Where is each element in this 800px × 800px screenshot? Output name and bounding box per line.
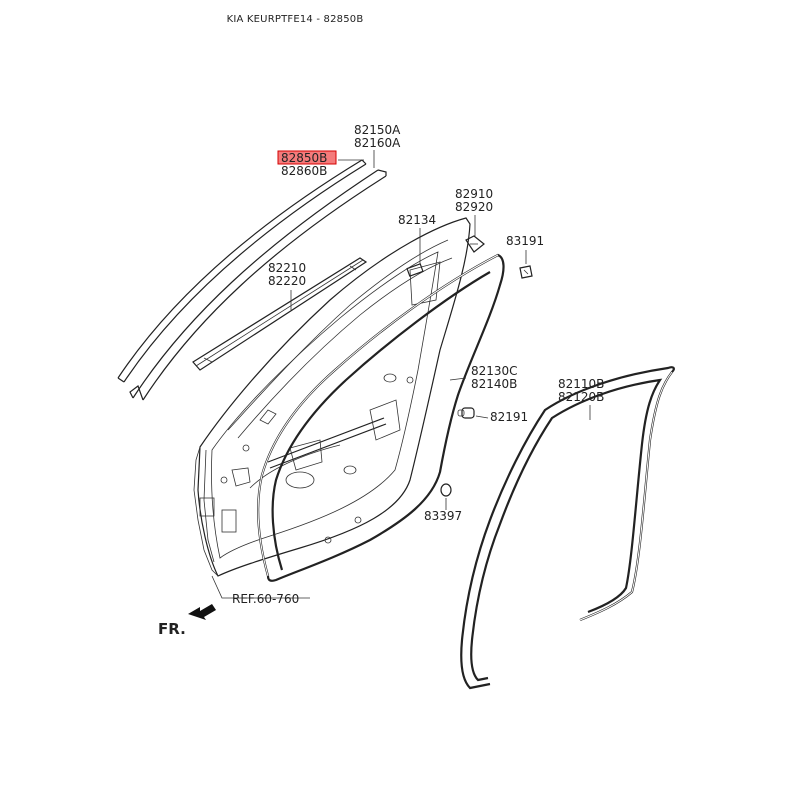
callout-83191[interactable]: 83191	[506, 234, 544, 248]
callout-83397[interactable]: 83397	[424, 509, 462, 523]
plug-83397[interactable]	[440, 483, 452, 497]
callout-82120B[interactable]: 82120B	[558, 390, 604, 404]
front-label: FR.	[158, 620, 186, 638]
callout-82850B[interactable]: 82850B	[281, 151, 327, 165]
body-side-weatherstrip[interactable]	[460, 366, 675, 690]
callout-82150A[interactable]: 82150A	[354, 123, 401, 137]
callout-82910[interactable]: 82910	[455, 187, 493, 201]
callout-82160A[interactable]: 82160A	[354, 136, 401, 150]
callout-82134[interactable]: 82134	[398, 213, 436, 227]
clip-82134[interactable]	[406, 263, 424, 277]
reference-label[interactable]: REF.60-760	[232, 592, 299, 606]
callout-82220[interactable]: 82220	[268, 274, 306, 288]
leader-lines	[211, 150, 591, 599]
frame-garnish-strip[interactable]	[129, 169, 387, 401]
callout-82920[interactable]: 82920	[455, 200, 493, 214]
front-arrow-icon	[188, 604, 216, 620]
delta-cover-bracket[interactable]	[465, 235, 485, 253]
door-side-weatherstrip[interactable]	[257, 253, 505, 582]
grommet-83191[interactable]	[519, 265, 533, 279]
highlight-box	[277, 150, 337, 165]
callout-82191[interactable]: 82191	[490, 410, 528, 424]
callout-82110B[interactable]: 82110B	[558, 377, 604, 391]
front-direction-indicator: FR.	[158, 604, 216, 638]
belt-weatherstrip[interactable]	[192, 257, 368, 371]
outer-belt-molding-strip[interactable]	[117, 159, 367, 383]
callout-82140B[interactable]: 82140B	[471, 377, 517, 391]
diagram-title: KIA KEURPTFE14 - 82850B	[226, 14, 364, 25]
callout-82860B[interactable]: 82860B	[281, 164, 327, 178]
callout-82210[interactable]: 82210	[268, 261, 306, 275]
bumper-82191[interactable]	[457, 407, 475, 419]
door-panel[interactable]	[193, 217, 471, 577]
callout-82130C[interactable]: 82130C	[471, 364, 518, 378]
